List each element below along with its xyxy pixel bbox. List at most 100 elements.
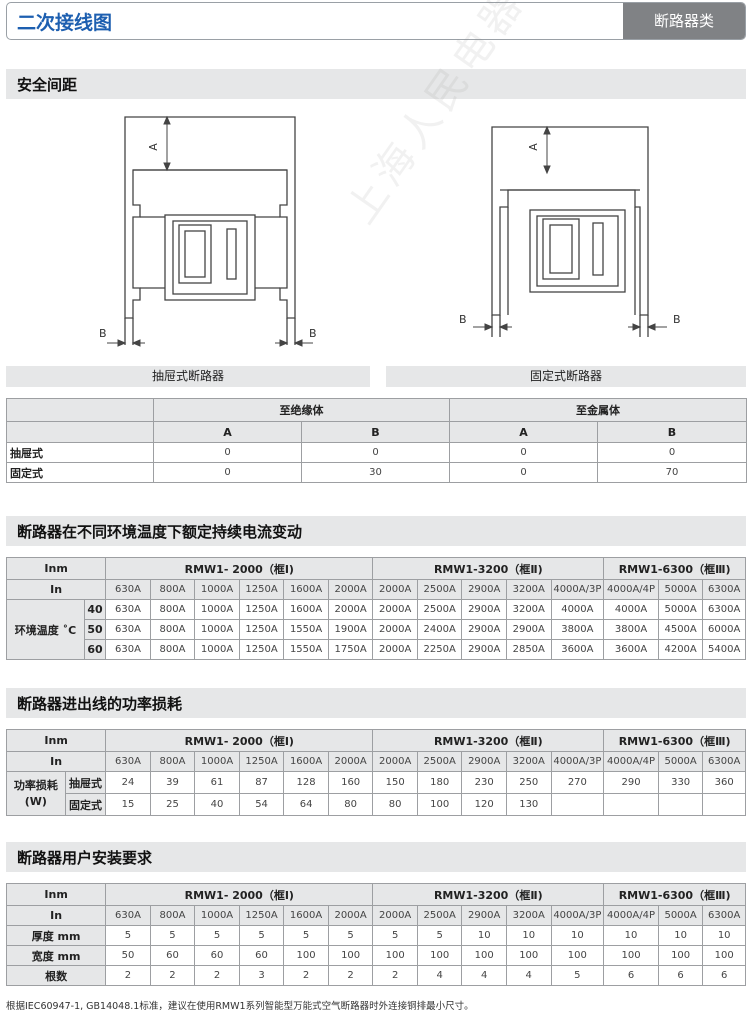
rating-cell: 2900A [461, 905, 507, 926]
table-cell: 39 [149, 771, 196, 794]
table-cell [603, 793, 659, 816]
table-cell: 5 [105, 925, 151, 946]
group-header: 至绝缘体 [153, 398, 450, 422]
table-cell: 128 [283, 771, 329, 794]
row-label-text: 宽度 [31, 949, 54, 963]
rating-cell: 5000A [657, 579, 704, 600]
dim-label-b-left: B [459, 313, 467, 326]
table-cell: 6000A [702, 619, 746, 640]
table-cell: 100 [416, 793, 463, 816]
table-cell: 230 [461, 771, 507, 794]
table-cell: 250 [505, 771, 552, 794]
inm-header: Inm [5, 729, 107, 752]
table-cell: 1900A [327, 619, 374, 640]
frame-header: RMW1- 2000（框Ⅰ) [105, 883, 374, 906]
table-cell: 330 [657, 771, 704, 794]
table-cell: 6 [702, 965, 746, 986]
table-cell: 5 [194, 925, 240, 946]
rating-cell: 1250A [238, 579, 285, 600]
table-cell: 800A [149, 639, 196, 660]
table-cell: 2000A [372, 639, 418, 660]
table-cell: 100 [283, 945, 329, 966]
rating-cell: 2000A [372, 579, 418, 600]
fixed-breaker-diagram: A B B [459, 125, 681, 337]
table-cell: 800A [149, 619, 196, 640]
col-header: B [301, 421, 450, 443]
row-label-line2: (W) [24, 794, 47, 808]
rating-cell: 1000A [194, 751, 240, 772]
temp-label: 60 [83, 639, 107, 660]
table-cell: 1000A [194, 619, 240, 640]
table-cell: 4 [416, 965, 463, 986]
table-cell: 120 [461, 793, 507, 816]
section-title: 断路器进出线的功率损耗 [17, 695, 183, 713]
table-cell: 1250A [238, 619, 285, 640]
frame-header: RMW1-6300（框Ⅲ) [603, 729, 746, 752]
table-cell: 0 [597, 442, 747, 463]
rating-cell: 2000A [372, 905, 418, 926]
fixed-caption: 固定式断路器 [386, 366, 746, 387]
table-cell: 0 [301, 442, 450, 463]
table-cell: 25 [149, 793, 196, 816]
rating-cell: 1600A [283, 751, 329, 772]
table-cell: 10 [461, 925, 507, 946]
table-cell: 100 [372, 945, 418, 966]
table-cell: 80 [327, 793, 374, 816]
frame-header: RMW1-6300（框Ⅲ) [603, 883, 746, 906]
table-cell: 5400A [702, 639, 746, 660]
rating-cell: 630A [105, 579, 151, 600]
dim-label-a: A [527, 143, 540, 151]
table-cell: 54 [238, 793, 285, 816]
drawout-breaker-diagram: A B B [99, 115, 317, 347]
table-cell: 4 [505, 965, 552, 986]
col-header: A [153, 421, 302, 443]
table-cell: 100 [657, 945, 704, 966]
category-tab: 断路器类 [623, 3, 745, 39]
table-cell: 3600A [603, 639, 659, 660]
page-header: 二次接线图 断路器类 [6, 2, 746, 40]
rating-cell: 1000A [194, 579, 240, 600]
rating-cell: 3200A [505, 579, 552, 600]
rating-cell: 2000A [372, 751, 418, 772]
table-cell: 2 [327, 965, 374, 986]
table-cell: 4000A [550, 599, 605, 620]
table-cell: 87 [238, 771, 285, 794]
table-cell: 5 [372, 925, 418, 946]
section-heading-spacing: 安全间距 [6, 69, 746, 99]
table-cell: 6 [603, 965, 659, 986]
table-cell: 5 [149, 925, 196, 946]
row-label: 环境温度 ˚C [6, 599, 85, 660]
corner-cell [6, 421, 154, 443]
row-unit: mm [57, 949, 81, 963]
table-cell: 70 [597, 462, 747, 483]
dim-label-b-left: B [99, 327, 107, 340]
table-cell: 3200A [505, 599, 552, 620]
table-cell: 10 [550, 925, 605, 946]
table-cell: 1750A [327, 639, 374, 660]
table-cell: 100 [550, 945, 605, 966]
table-cell: 2400A [416, 619, 463, 640]
table-cell: 5 [327, 925, 374, 946]
inm-header: Inm [5, 883, 107, 906]
clearance-table: 至绝缘体 至金属体 A B A B 抽屉式 0 0 0 0 固定式 0 30 0… [6, 398, 747, 483]
installation-table: Inm RMW1- 2000（框Ⅰ) RMW1-3200（框Ⅱ) RMW1-63… [5, 883, 746, 986]
rating-cell: 800A [149, 905, 196, 926]
table-cell: 1250A [238, 639, 285, 660]
table-cell: 0 [153, 462, 302, 483]
rating-cell: 2900A [461, 751, 507, 772]
rating-cell: 4000A/4P [603, 751, 659, 772]
table-cell: 1000A [194, 639, 240, 660]
rating-cell: 800A [149, 579, 196, 600]
table-cell: 4500A [657, 619, 704, 640]
table-cell: 100 [327, 945, 374, 966]
table-cell: 80 [372, 793, 418, 816]
table-cell: 0 [449, 442, 598, 463]
rating-cell: 4000A/3P [550, 905, 605, 926]
table-cell: 2 [149, 965, 196, 986]
page-title: 二次接线图 [17, 12, 113, 34]
table-cell: 2900A [461, 619, 507, 640]
table-cell: 3800A [550, 619, 605, 640]
inm-header: Inm [5, 557, 107, 580]
table-cell: 130 [505, 793, 552, 816]
table-cell: 10 [603, 925, 659, 946]
